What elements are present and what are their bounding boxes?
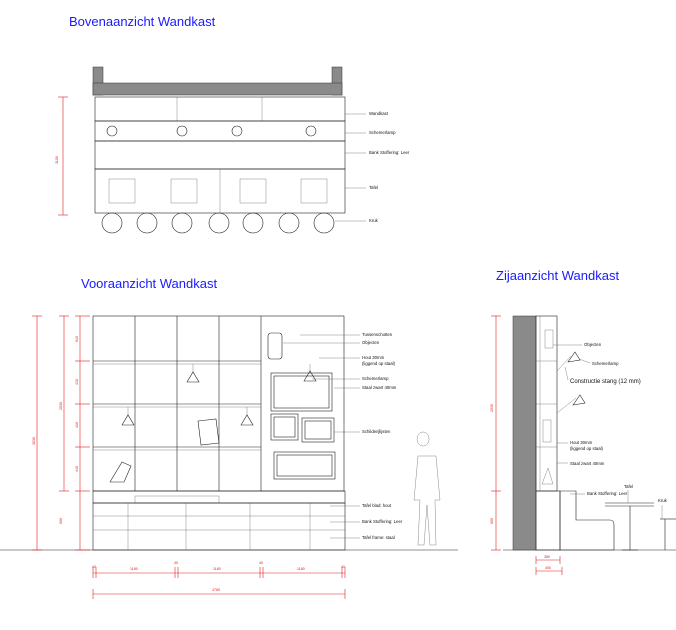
top-label-tafel: Tafel (369, 185, 378, 190)
front-dim-base: 600 (59, 518, 63, 524)
front-dim-seg-1: 610 (75, 336, 79, 342)
side-label-objecten: Objecten (584, 342, 602, 347)
top-label-bank: Bank Stoffering: Leer (369, 150, 410, 155)
front-dim-seg-2: 410 (75, 379, 79, 385)
front-dim-h-total: 3780 (212, 588, 220, 592)
side-label-hout-note: (liggend op staal) (570, 446, 604, 451)
title-side-view: Zijaanzicht Wandkast (496, 268, 619, 283)
front-dim-seg-3: 410 (75, 422, 79, 428)
front-dim-h-5: 40 (259, 561, 263, 565)
side-label-kruk: Kruk (658, 498, 668, 503)
front-label-schemerlamp: Schemerlamp (362, 376, 389, 381)
front-dim-h-2: 1180 (130, 567, 138, 571)
front-label-tafelframe: Tafel frame: staal (362, 535, 395, 540)
side-label-constructie: Constructie stang (12 mm) (570, 379, 641, 385)
side-view-drawing (491, 315, 676, 575)
front-dim-total: 3030 (32, 437, 36, 445)
front-dim-h-6: 1180 (297, 567, 305, 571)
front-dim-cabinet: 2030 (59, 402, 63, 410)
front-dim-seg-4: 440 (75, 466, 79, 472)
side-dim-h-2: 400 (545, 566, 551, 570)
front-dim-h-4: 1180 (213, 567, 221, 571)
top-dim-vertical: 1100 (55, 156, 59, 164)
title-front-view: Vooraanzicht Wandkast (81, 276, 217, 291)
top-view-drawing (58, 66, 366, 234)
side-label-bank: Bank Stoffering: Leer (587, 491, 628, 496)
front-label-tafelblad: Tafel blad: hout (362, 503, 392, 508)
top-label-kruk: Kruk (369, 218, 379, 223)
side-label-staal: Staal zwart 40mm (570, 461, 605, 466)
front-label-staal: Staal zwart 40mm (362, 385, 397, 390)
side-label-schemerlamp: Schemerlamp (592, 361, 619, 366)
front-label-schilderijlijsten: Schilderijlijsten (362, 429, 391, 434)
title-top-view: Bovenaanzicht Wandkast (69, 14, 216, 29)
front-dim-h-1: 40 (92, 565, 96, 569)
side-dim-h-1: 380 (544, 555, 550, 559)
side-dim-vertical: 2030 (490, 404, 494, 412)
front-label-objecten: Objecten (362, 340, 380, 345)
side-dim-base: 600 (490, 518, 494, 524)
front-dim-h-7: 40 (341, 565, 345, 569)
front-label-hout: Hout 30mm (362, 355, 385, 360)
front-dim-h-3: 40 (174, 561, 178, 565)
top-label-schemerlamp: Schemerlamp (369, 130, 396, 135)
side-label-tafel: Tafel (624, 484, 633, 489)
front-label-tussenschotten: Tussenschotten (362, 332, 393, 337)
front-label-hout-note: (liggend op staal) (362, 361, 396, 366)
top-label-wandkast: Wandkast (369, 111, 389, 116)
side-label-hout: Hout 30mm (570, 440, 593, 445)
front-view-drawing (0, 315, 458, 599)
front-label-bank: Bank Stoffering: Leer (362, 519, 403, 524)
